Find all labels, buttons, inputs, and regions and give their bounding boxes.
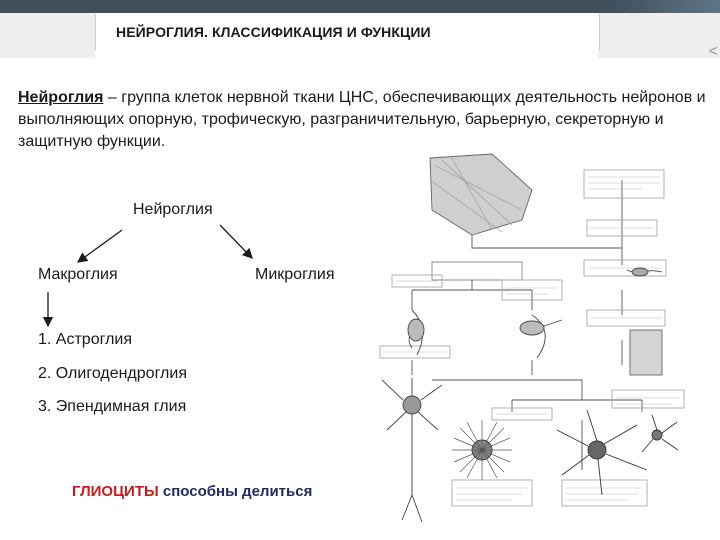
intro-text: – группа клеток нервной ткани ЦНС, обесп… [18, 89, 706, 150]
tree-root: Нейроглия [133, 201, 213, 218]
tree-item-3: 3. Эпендимная глия [38, 398, 187, 415]
corner-mark: < [708, 43, 718, 60]
arrow-to-macroglia [76, 229, 123, 263]
intro-term: Нейроглия [18, 89, 104, 106]
tree-item-1: 1. Астроглия [38, 331, 133, 348]
gliocytes-term: ГЛИОЦИТЫ [72, 483, 159, 500]
top-bar [0, 0, 720, 13]
title-box: НЕЙРОГЛИЯ. КЛАССИФИКАЦИЯ И ФУНКЦИИ [95, 14, 600, 50]
glia-development-diagram [379, 153, 685, 523]
tree-left-branch: Макроглия [38, 266, 118, 283]
tree-item-2: 2. Олигодендроглия [38, 365, 187, 382]
gliocytes-text: способны делиться [158, 483, 313, 500]
header-left-panel [0, 13, 95, 58]
header-right-panel: < [598, 13, 720, 60]
slide-title: НЕЙРОГЛИЯ. КЛАССИФИКАЦИЯ И ФУНКЦИИ [116, 24, 431, 40]
gliocytes-note: ГЛИОЦИТЫ способны делиться [72, 483, 312, 500]
top-bar-accent [610, 0, 720, 13]
intro-paragraph: Нейроглия – группа клеток нервной ткани … [18, 87, 708, 153]
tree-right-branch: Микроглия [255, 266, 335, 283]
neural-tube-section [429, 153, 533, 236]
arrow-to-microglia [219, 224, 253, 259]
